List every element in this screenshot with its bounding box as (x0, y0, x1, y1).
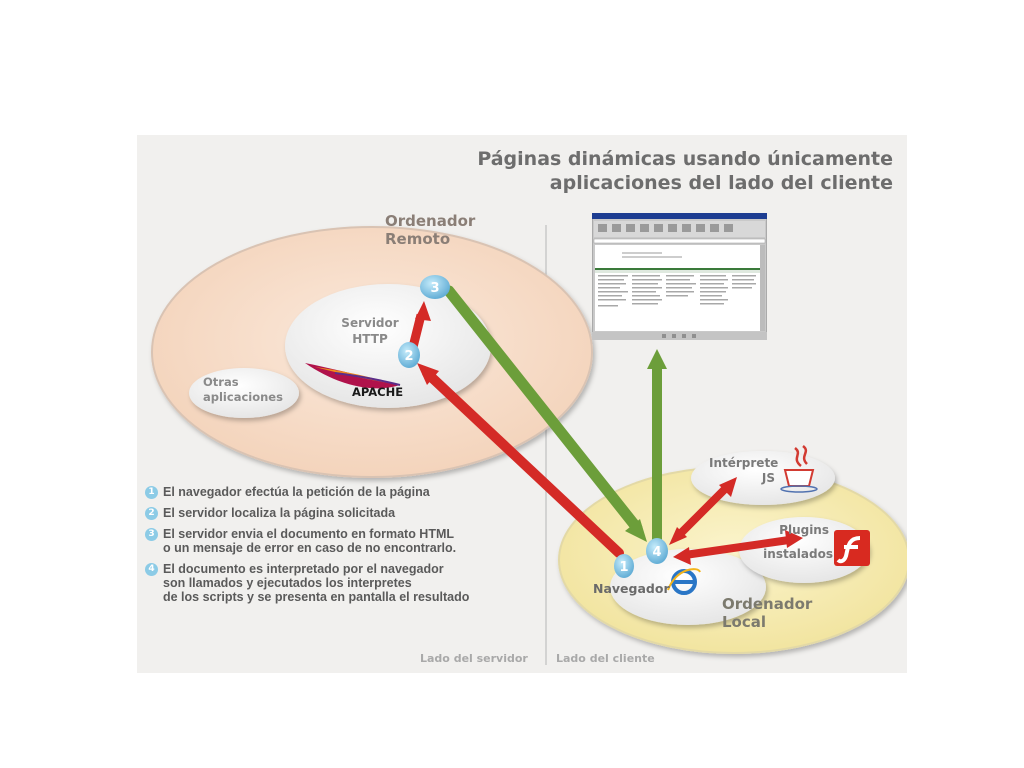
arrow-plugins-red (673, 530, 803, 565)
steps-list: 1 El navegador efectúa la petición de la… (145, 485, 545, 611)
interpreter-label: Intérprete JS (709, 456, 779, 486)
step-item: 4 El documento es interpretado por el na… (145, 562, 545, 604)
local-computer-label: Ordenador Local (722, 595, 812, 631)
other-apps-line-1: Otras (203, 375, 239, 389)
plugins-line-1: Plugins (779, 523, 829, 537)
client-side-label: Lado del cliente (556, 652, 655, 665)
flash-icon (834, 530, 870, 566)
title-line-1: Páginas dinámicas usando únicamente (477, 148, 893, 170)
step-text: El documento es interpretado por el nave… (163, 562, 470, 604)
step-text: El navegador efectúa la petición de la p… (163, 485, 430, 499)
interpreter-line-2: JS (761, 471, 775, 485)
arrow-locate-red (408, 301, 431, 349)
step-item: 3 El servidor envia el documento en form… (145, 527, 545, 555)
java-cup-icon (780, 445, 818, 493)
step-item: 1 El navegador efectúa la petición de la… (145, 485, 545, 499)
internet-explorer-icon (667, 568, 701, 595)
arrow-response-green (443, 285, 647, 542)
apache-feather-icon (305, 363, 401, 389)
local-label-line-2: Local (722, 613, 767, 631)
plugins-line-2: instalados (763, 547, 833, 561)
step-number-badge: 3 (145, 528, 158, 541)
browser-ellipse (610, 549, 766, 625)
badge-2: 2 (398, 342, 420, 368)
remote-computer-label: Ordenador Remoto (385, 212, 475, 248)
server-http-label: Servidor HTTP (335, 315, 405, 347)
svg-text:3: 3 (430, 281, 439, 296)
svg-text:2: 2 (404, 349, 413, 364)
arrow-display-green (647, 349, 667, 540)
apache-label: APACHE (352, 385, 404, 399)
remote-label-line-2: Remoto (385, 230, 451, 248)
step-text: El servidor envia el documento en format… (163, 527, 457, 555)
diagram-title: Páginas dinámicas usando únicamente apli… (477, 147, 893, 195)
arrow-interpreter-red (669, 477, 737, 545)
step-number-badge: 2 (145, 507, 158, 520)
step-number-badge: 1 (145, 486, 158, 499)
title-line-2: aplicaciones del lado del cliente (549, 172, 893, 194)
browser-window-thumbnail (591, 212, 768, 341)
browser-label: Navegador (593, 581, 670, 596)
server-side-label: Lado del servidor (420, 652, 528, 665)
interpreter-line-1: Intérprete (709, 456, 779, 470)
server-label-line-1: Servidor (341, 316, 399, 330)
other-apps-ellipse (189, 368, 299, 418)
arrow-request-red (417, 363, 624, 558)
step-number-badge: 4 (145, 563, 158, 576)
server-label-line-2: HTTP (352, 332, 388, 346)
step-text: El servidor localiza la página solicitad… (163, 506, 396, 520)
diagram-canvas: 1 2 3 4 (137, 135, 907, 673)
svg-text:1: 1 (619, 560, 628, 575)
badge-1: 1 (614, 554, 634, 578)
local-label-line-1: Ordenador (722, 595, 813, 613)
other-apps-label: Otras aplicaciones (203, 375, 283, 405)
svg-text:4: 4 (652, 545, 661, 560)
badge-3: 3 (420, 275, 450, 299)
badge-4: 4 (646, 538, 668, 564)
remote-label-line-1: Ordenador (385, 212, 476, 230)
plugins-label: Plugins instalados (757, 522, 833, 562)
step-item: 2 El servidor localiza la página solicit… (145, 506, 545, 520)
other-apps-line-2: aplicaciones (203, 390, 283, 404)
diagram-graphics: 1 2 3 4 (151, 225, 907, 665)
